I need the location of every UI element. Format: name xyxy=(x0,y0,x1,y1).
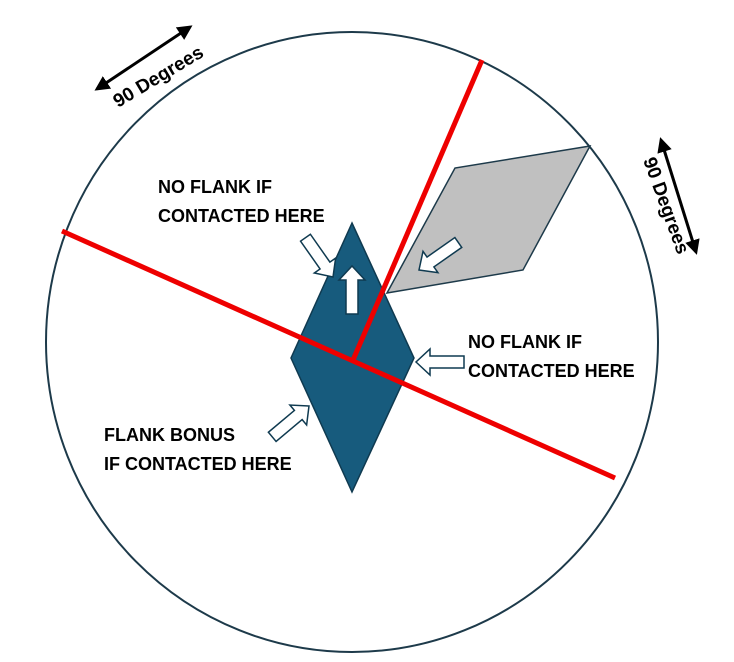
angle-arrow-left-icon xyxy=(94,25,193,91)
enemy-direction-arrow-icon xyxy=(418,236,463,274)
angle-arrow-right-icon xyxy=(657,137,700,255)
angle-label-right: 90 Degrees xyxy=(638,155,692,257)
zone-circle xyxy=(45,31,659,653)
contact-arrow-flank-icon xyxy=(267,404,310,443)
label-no-flank-top: NO FLANK IF CONTACTED HERE xyxy=(158,177,325,226)
flank-line-horizontal xyxy=(60,228,617,481)
contact-arrow-top-icon xyxy=(299,233,337,278)
flank-line-diagonal xyxy=(350,59,485,361)
facing-arrow-icon xyxy=(337,264,367,315)
enemy-unit xyxy=(385,145,592,294)
label-no-flank-right: NO FLANK IF CONTACTED HERE xyxy=(468,332,635,381)
label-flank-bonus: FLANK BONUS IF CONTACTED HERE xyxy=(104,425,292,474)
contact-arrow-right-icon xyxy=(414,347,465,377)
